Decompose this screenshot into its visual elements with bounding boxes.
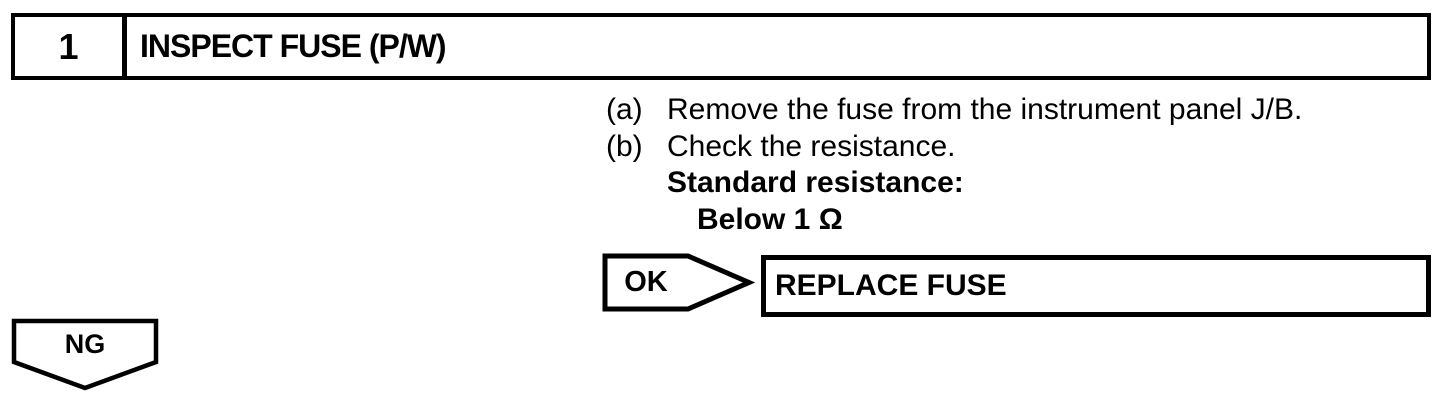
instruction-text-b: Check the resistance. [667, 129, 956, 163]
step-title: INSPECT FUSE (P/W) [140, 28, 447, 64]
instruction-text-a: Remove the fuse from the instrument pane… [667, 93, 1303, 126]
ng-connector-label: NG [64, 329, 106, 359]
standard-resistance-value: Below 1 Ω [697, 202, 843, 236]
instruction-row-b: (b) Check the resistance. [606, 129, 1302, 166]
action-box: REPLACE FUSE [761, 255, 1431, 317]
instruction-label-b: (b) [606, 129, 643, 163]
ok-arrow-icon [602, 253, 756, 312]
step-header: 1 INSPECT FUSE (P/W) [11, 13, 1431, 80]
instruction-label-a: (a) [606, 93, 643, 126]
instruction-block: (a) Remove the fuse from the instrument … [606, 92, 1302, 238]
ng-arrow-icon [11, 318, 159, 391]
standard-resistance-label: Standard resistance: [667, 166, 964, 199]
step-number: 1 [15, 17, 127, 76]
instruction-row-a: (a) Remove the fuse from the instrument … [606, 92, 1302, 129]
ok-connector-label: OK [624, 266, 668, 298]
action-text: REPLACE FUSE [775, 269, 1007, 302]
